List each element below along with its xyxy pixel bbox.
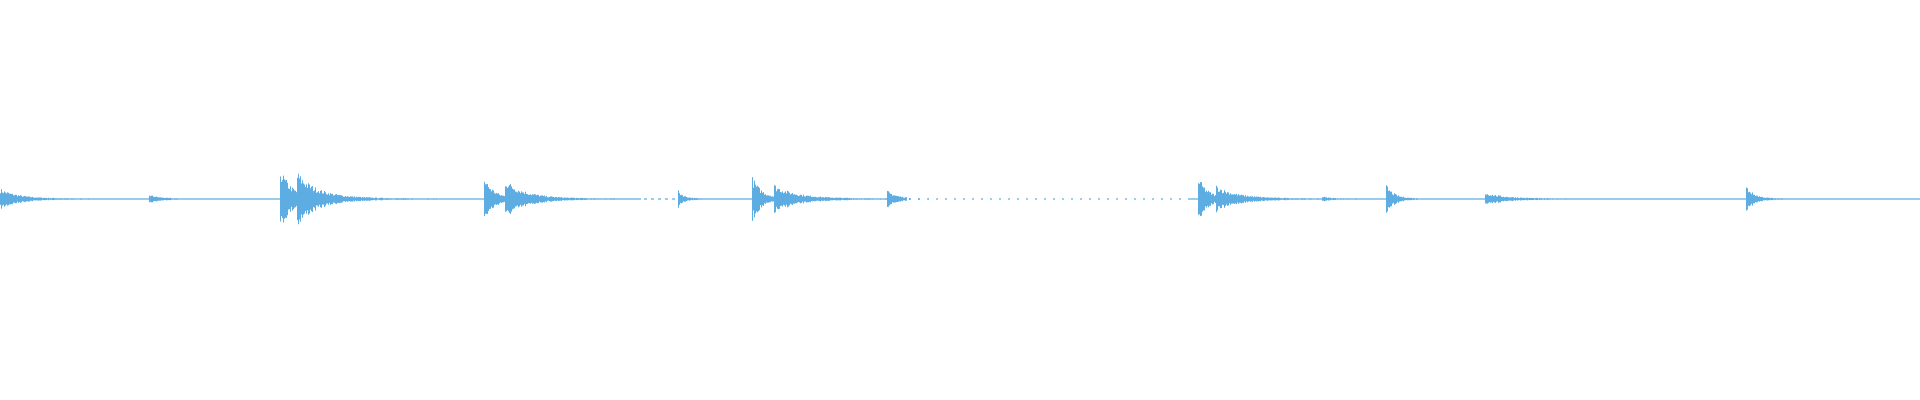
waveform-trace: [0, 173, 1920, 225]
